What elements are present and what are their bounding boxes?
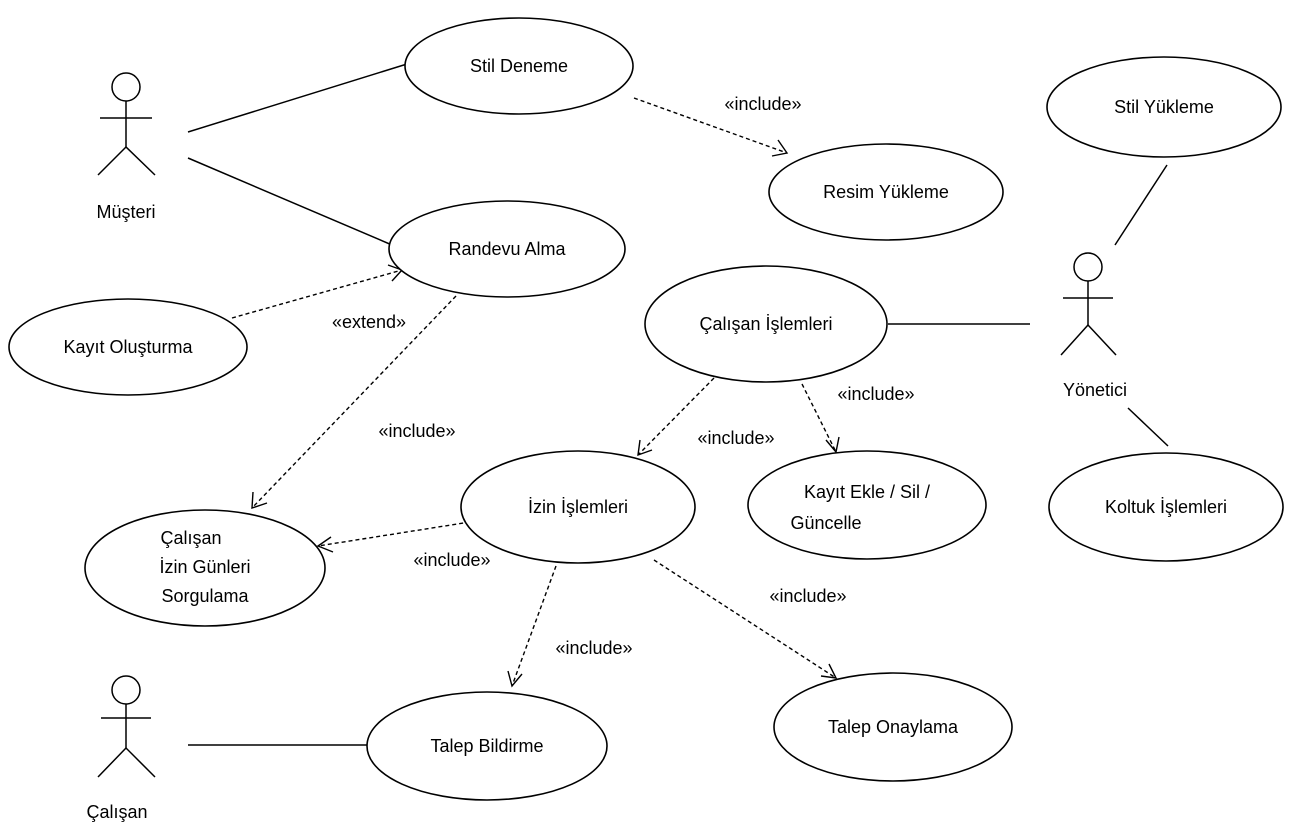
dep-izin-islemleri-talep-onaylama (653, 559, 838, 679)
use-case-label: Stil Yükleme (1114, 97, 1214, 117)
dep-izin-islemleri-talep-bildirme (507, 565, 557, 688)
actor-label: Yönetici (1063, 380, 1127, 400)
stereotype-label: «extend» (332, 312, 406, 332)
use-case-kayit-olusturma[interactable]: Kayıt Oluşturma (8, 298, 248, 396)
stereotype-label: «include» (837, 384, 914, 404)
use-case-izin-islemleri[interactable]: İzin İşlemleri (460, 450, 696, 564)
use-case-talep-bildirme[interactable]: Talep Bildirme (366, 691, 608, 801)
use-case-label-line-2: İzin Günleri (159, 557, 250, 577)
dep-randevu-alma-sorgulama (251, 295, 457, 509)
stereotype-label: «include» (769, 586, 846, 606)
use-case-label: Randevu Alma (448, 239, 566, 259)
use-case-label: Stil Deneme (470, 56, 568, 76)
stereotype-label: «include» (724, 94, 801, 114)
use-case-calisan-islemleri[interactable]: Çalışan İşlemleri (644, 265, 888, 383)
stereotype-label: «include» (378, 421, 455, 441)
actor-figure-icon (1060, 252, 1117, 356)
dep-stil-deneme-resim-yukleme (633, 97, 789, 157)
actor-figure-icon (97, 675, 156, 778)
use-case-label: Kayıt Oluşturma (63, 337, 193, 357)
actor-calisan[interactable]: Çalışan (86, 675, 156, 822)
use-case-label: Talep Bildirme (430, 736, 543, 756)
use-case-label-line-1: Çalışan (160, 528, 221, 548)
use-case-label: Resim Yükleme (823, 182, 949, 202)
use-case-label-line-2: Güncelle (790, 513, 861, 533)
use-case-resim-yukleme[interactable]: Resim Yükleme (768, 143, 1004, 241)
use-case-label: Çalışan İşlemleri (699, 314, 832, 334)
assoc-musteri-stil-deneme (187, 63, 408, 133)
actor-yonetici[interactable]: Yönetici (1060, 252, 1127, 400)
use-case-stil-deneme[interactable]: Stil Deneme (404, 17, 634, 115)
actor-musteri[interactable]: Müşteri (96, 72, 156, 222)
stereotype-label: «include» (413, 550, 490, 570)
use-case-label: Talep Onaylama (828, 717, 959, 737)
actor-figure-icon (97, 72, 156, 176)
use-case-kayit-ekle-sil-guncelle[interactable]: Kayıt Ekle / Sil / Güncelle (747, 450, 987, 560)
use-case-label: Koltuk İşlemleri (1105, 497, 1227, 517)
use-case-calisan-izin-gunleri-sorgulama[interactable]: Çalışan İzin Günleri Sorgulama (84, 509, 326, 627)
assoc-yonetici-koltuk-islemleri (1127, 407, 1169, 447)
actor-label: Çalışan (86, 802, 147, 822)
actor-label: Müşteri (96, 202, 155, 222)
dep-kayit-olusturma-randevu-alma (231, 264, 404, 319)
dep-calisan-islemleri-kayit-ekle (801, 383, 840, 454)
assoc-musteri-randevu-alma (187, 157, 393, 246)
dep-izin-islemleri-sorgulama (316, 521, 471, 553)
use-case-koltuk-islemleri[interactable]: Koltuk İşlemleri (1048, 452, 1284, 562)
use-case-label-line-3: Sorgulama (161, 586, 249, 606)
stereotype-label: «include» (697, 428, 774, 448)
assoc-yonetici-stil-yukleme (1114, 164, 1168, 246)
use-case-talep-onaylama[interactable]: Talep Onaylama (773, 672, 1013, 782)
use-case-stil-yukleme[interactable]: Stil Yükleme (1046, 56, 1282, 158)
use-case-label: İzin İşlemleri (528, 497, 628, 517)
stereotype-label: «include» (555, 638, 632, 658)
dep-calisan-islemleri-izin-islemleri (637, 377, 715, 457)
use-case-randevu-alma[interactable]: Randevu Alma (388, 200, 626, 298)
use-case-label-line-1: Kayıt Ekle / Sil / (804, 482, 930, 502)
